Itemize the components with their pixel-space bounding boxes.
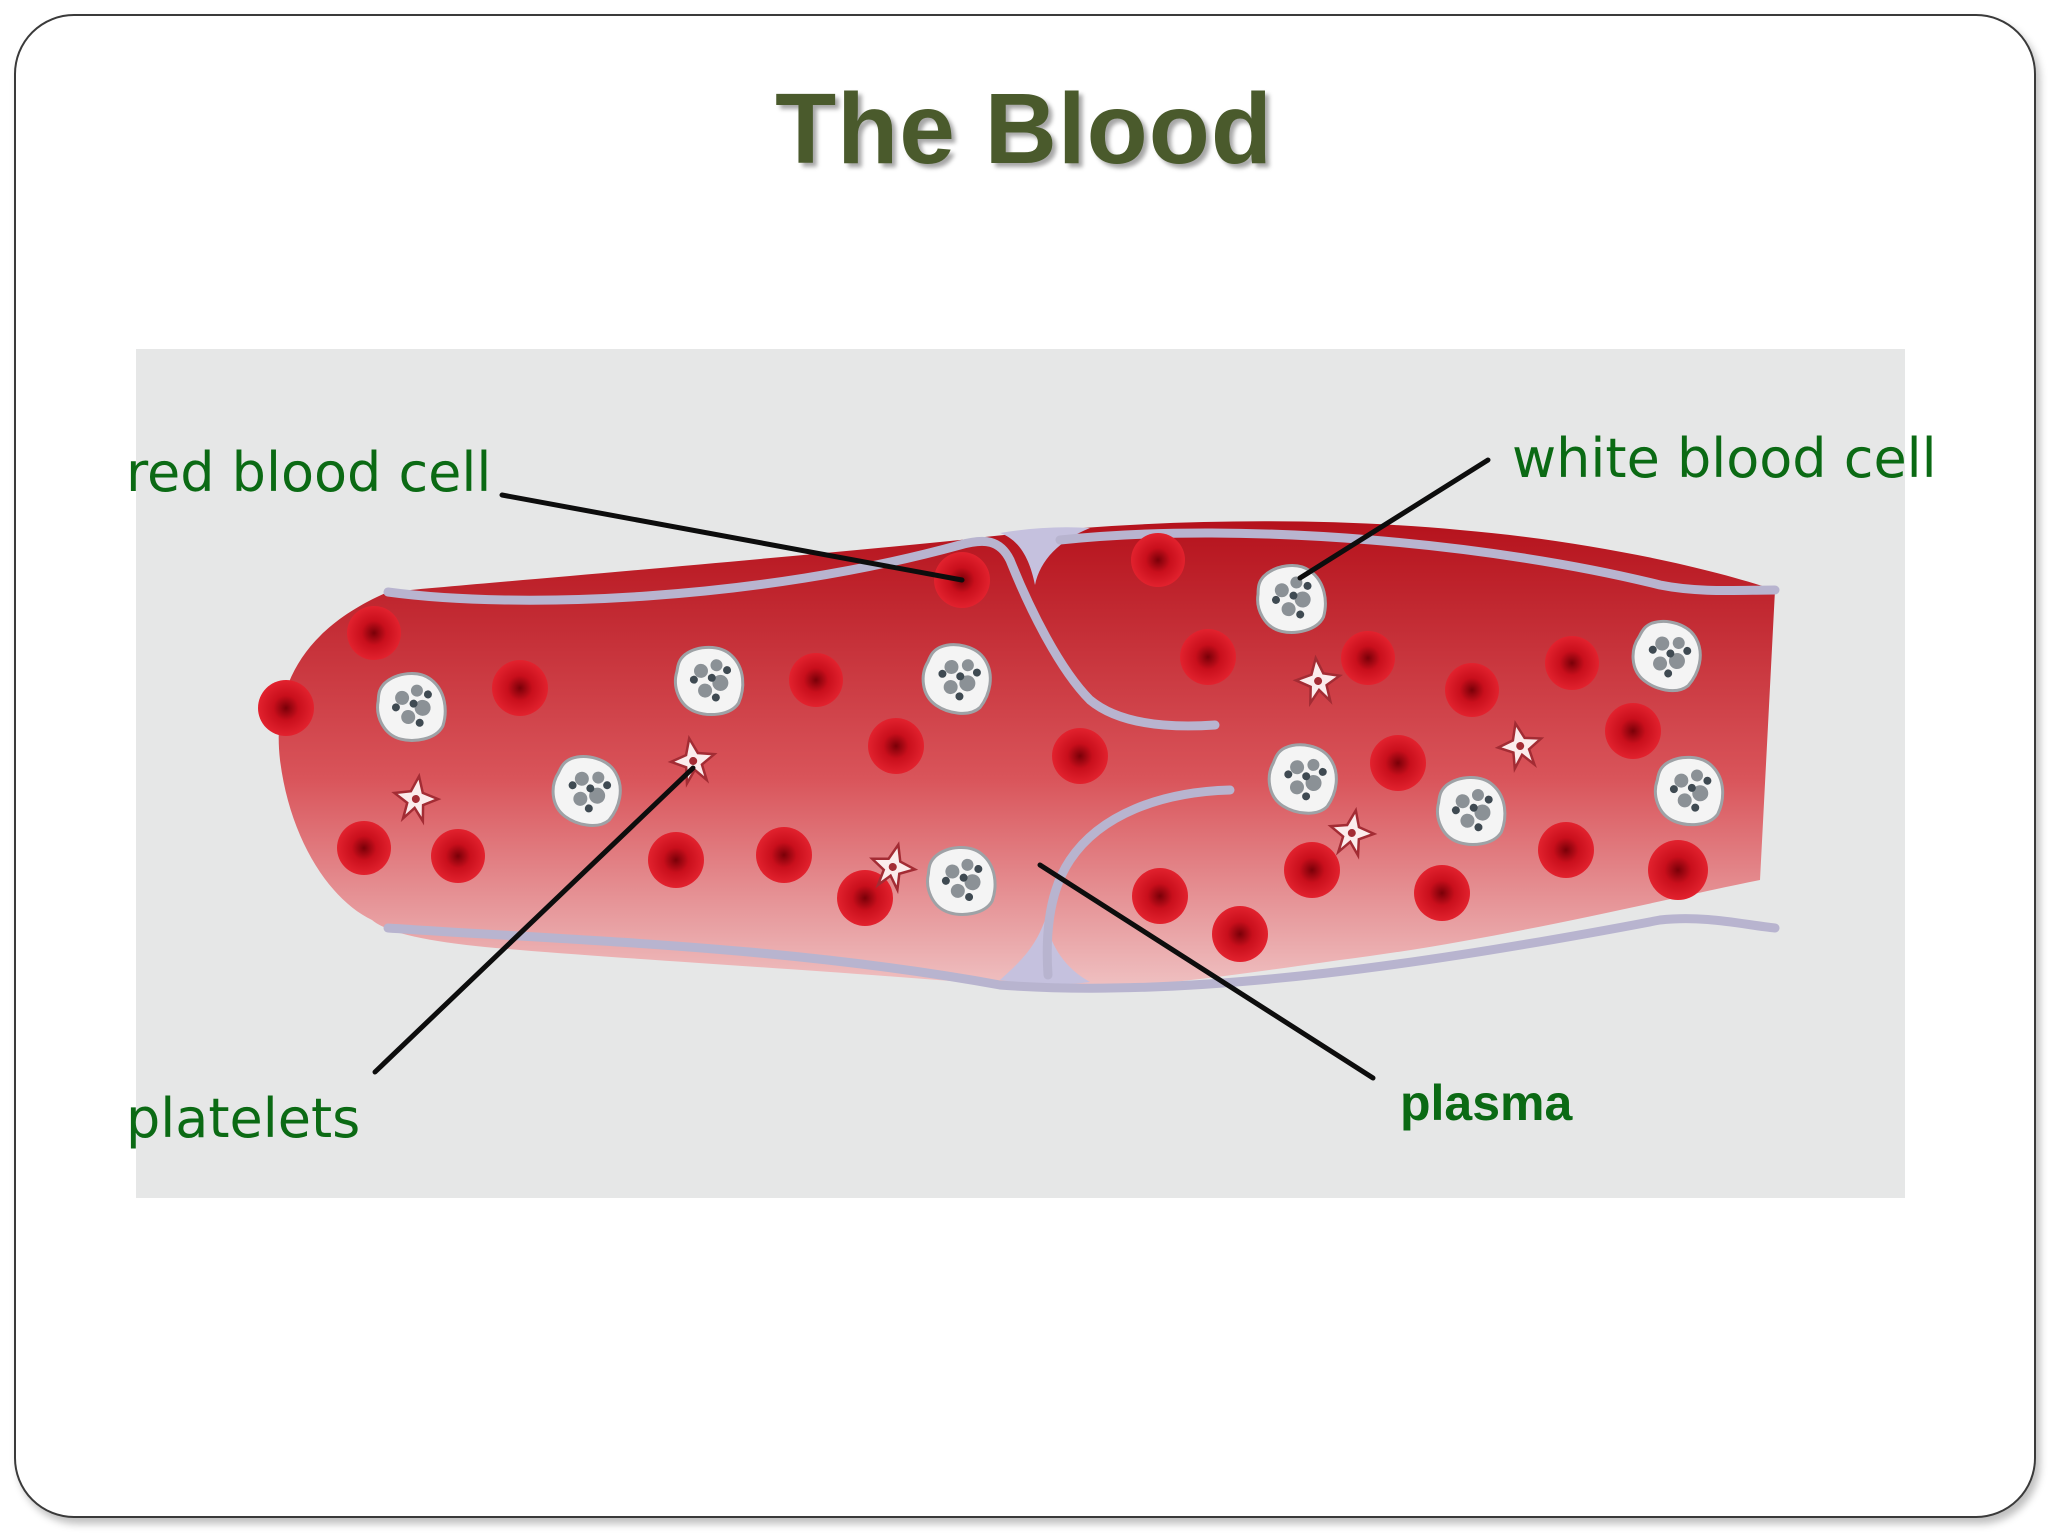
vessel-wall-bottom: [383, 914, 1780, 993]
label-white-blood-cell: white blood cell: [1512, 427, 1937, 490]
vessel-wall-top-left: [383, 536, 1220, 731]
label-plasma: plasma: [1400, 1075, 1573, 1131]
red-blood-cell: [1131, 533, 1185, 587]
red-blood-cell: [789, 653, 843, 707]
leader-lines: [372, 457, 1491, 1081]
label-platelets: platelets: [126, 1087, 361, 1150]
red-blood-cell: [1605, 703, 1661, 759]
vessel-wall-top-right: [1055, 528, 1780, 596]
red-blood-cell: [258, 680, 314, 736]
red-blood-cell: [1132, 868, 1188, 924]
red-blood-cell: [337, 821, 391, 875]
red-blood-cell: [1370, 735, 1426, 791]
plasma-gap-top: [1000, 527, 1090, 585]
red-blood-cell: [1648, 840, 1708, 900]
red-blood-cells: [258, 533, 1708, 962]
leader-line-red-blood-cell: [499, 492, 965, 583]
leader-line-platelets: [372, 765, 696, 1075]
leader-line-white-blood-cell: [1297, 457, 1491, 581]
slide-title: The Blood: [775, 73, 1273, 185]
red-blood-cell: [1284, 842, 1340, 898]
vessel-wall-inner-curve: [1042, 785, 1235, 980]
red-blood-cell: [431, 829, 485, 883]
leader-line-plasma: [1037, 862, 1376, 1081]
red-blood-cell: [1052, 728, 1108, 784]
red-blood-cell: [1445, 663, 1499, 717]
red-blood-cell: [492, 660, 548, 716]
red-blood-cell: [1212, 906, 1268, 962]
red-blood-cell: [1414, 865, 1470, 921]
red-blood-cell: [756, 827, 812, 883]
red-blood-cell: [347, 606, 401, 660]
red-blood-cell: [1180, 629, 1236, 685]
label-red-blood-cell: red blood cell: [126, 441, 492, 504]
red-blood-cell: [868, 718, 924, 774]
red-blood-cell: [1545, 636, 1599, 690]
red-blood-cell: [1538, 822, 1594, 878]
red-blood-cell: [1341, 631, 1395, 685]
red-blood-cell: [648, 832, 704, 888]
